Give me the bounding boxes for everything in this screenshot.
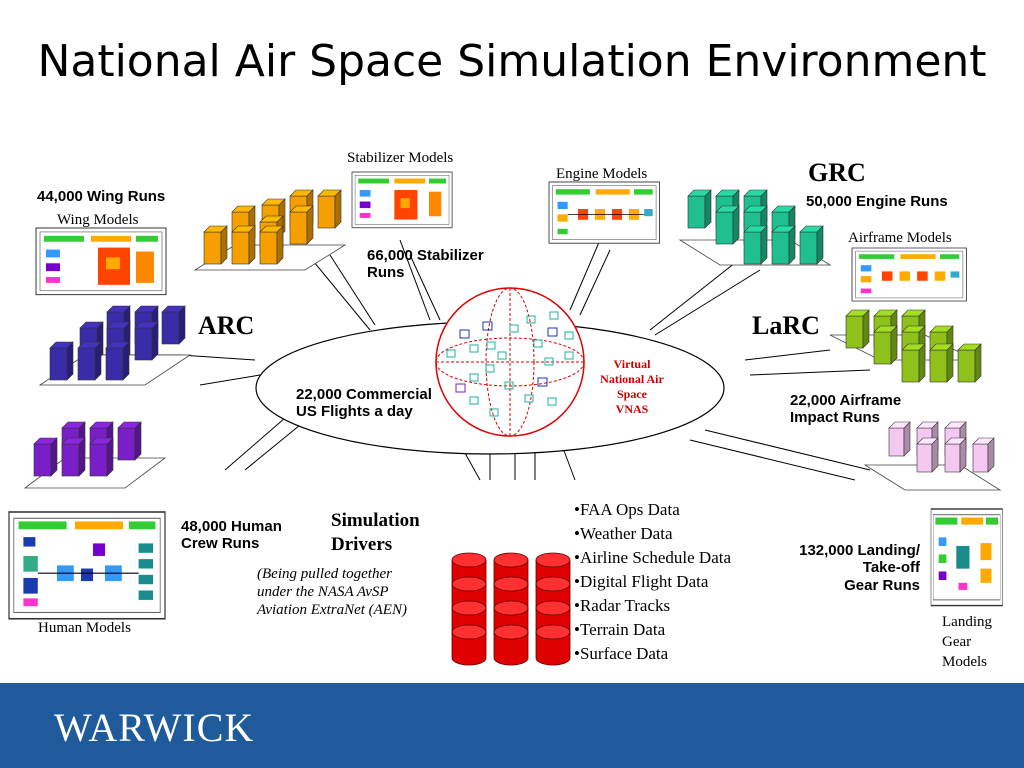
data-source-item: •Weather Data [574, 524, 673, 543]
stabilizer-models-label: Stabilizer Models [347, 150, 454, 166]
human-models-label: Human Models [38, 620, 131, 636]
data-source-item: •Radar Tracks [574, 596, 671, 615]
orange-cluster [193, 189, 347, 271]
data-sources-list: •FAA Ops Data •Weather Data •Airline Sch… [574, 498, 731, 666]
engine-model-box [548, 181, 660, 244]
data-source-item: •Airline Schedule Data [574, 548, 732, 567]
pink-cluster [863, 421, 1002, 491]
arc-label: ARC [198, 311, 255, 340]
footer-bar [0, 683, 1024, 768]
data-source-item: •FAA Ops Data [574, 500, 680, 519]
database-cylinders [451, 552, 571, 666]
nas-diagram [8, 171, 1004, 666]
engine-models-label: Engine Models [556, 166, 648, 182]
stabilizer-model-box [351, 171, 453, 229]
green-cluster [829, 309, 982, 383]
human-model-box [8, 511, 166, 620]
wing-models-label: Wing Models [57, 212, 139, 228]
larc-label: LaRC [752, 311, 820, 340]
page-title: National Air Space Simulation Environmen… [37, 36, 987, 87]
purple-cluster [23, 421, 167, 489]
data-source-item: •Terrain Data [574, 620, 666, 639]
teal-cluster [678, 189, 832, 266]
wing-model-box [35, 227, 167, 296]
airframe-models-label: Airframe Models [848, 230, 952, 246]
connector-lines [95, 239, 871, 481]
data-source-item: •Surface Data [574, 644, 669, 663]
navy-cluster [38, 305, 192, 386]
vnas-globe [435, 287, 585, 437]
landing-gear-model-box [930, 508, 1004, 607]
wing-runs-label: 44,000 Wing Runs [37, 188, 166, 205]
engine-runs-label: 50,000 Engine Runs [806, 193, 948, 210]
data-source-item: •Digital Flight Data [574, 572, 709, 591]
warwick-logo: WARWICK [54, 705, 255, 750]
grc-label: GRC [808, 158, 866, 187]
airframe-model-box [851, 247, 967, 302]
